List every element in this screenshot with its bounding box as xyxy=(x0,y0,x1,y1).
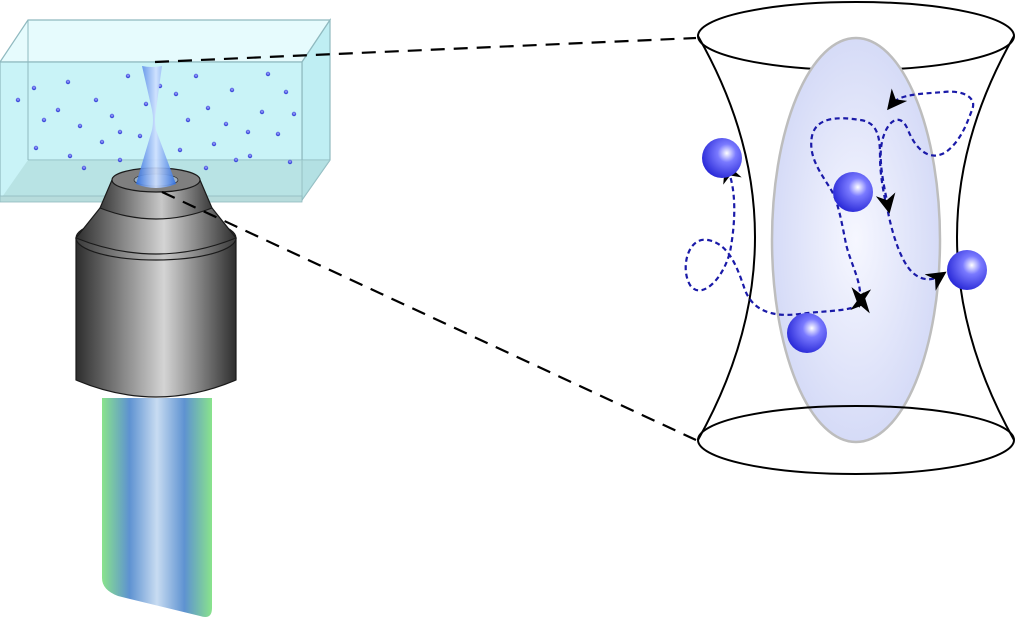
suspended-particle xyxy=(81,165,87,171)
suspended-particle xyxy=(93,97,99,103)
zoom-connectors xyxy=(154,36,697,441)
suspended-particle xyxy=(223,121,229,127)
suspended-particle xyxy=(117,157,123,163)
suspended-particle xyxy=(211,141,217,147)
suspended-particle xyxy=(177,147,183,153)
suspended-particle xyxy=(117,129,123,135)
suspended-particle xyxy=(41,117,47,123)
suspended-particle xyxy=(259,109,265,115)
suspended-particle xyxy=(287,159,293,165)
trajectories xyxy=(684,88,975,316)
suspended-particle xyxy=(109,113,115,119)
excitation-beam xyxy=(102,398,212,617)
suspended-particle xyxy=(193,73,199,79)
suspended-particle xyxy=(233,157,239,163)
particle-2 xyxy=(833,172,873,212)
suspended-particles xyxy=(15,71,297,171)
suspended-particle xyxy=(247,153,253,159)
microscope-objective xyxy=(75,167,237,398)
suspended-particle xyxy=(265,71,271,77)
suspended-particle xyxy=(173,91,179,97)
suspended-particle xyxy=(283,89,289,95)
trajectory-2 xyxy=(810,117,947,308)
suspended-particle xyxy=(275,131,281,137)
suspended-particle xyxy=(67,153,73,159)
particle-4 xyxy=(787,313,827,353)
focused-beam xyxy=(136,66,176,188)
diffusing-particles xyxy=(702,138,987,353)
suspended-particle xyxy=(99,139,105,145)
suspended-particle xyxy=(15,97,21,103)
suspended-particle xyxy=(55,107,61,113)
suspended-particle xyxy=(203,165,209,171)
trajectory-1 xyxy=(684,162,870,316)
suspended-particle xyxy=(185,117,191,123)
suspended-particle xyxy=(245,129,251,135)
observation-volume-bottom-rim xyxy=(697,405,1015,475)
suspended-particle xyxy=(229,87,235,93)
suspended-particle xyxy=(31,85,37,91)
trajectory-3 xyxy=(875,88,975,214)
particle-1 xyxy=(702,138,742,178)
focal-ellipsoid xyxy=(770,36,942,444)
suspended-particle xyxy=(143,101,149,107)
suspended-particle xyxy=(65,79,71,85)
suspended-particle xyxy=(77,123,83,129)
suspended-particle xyxy=(125,73,131,79)
suspended-particle xyxy=(291,111,297,117)
suspended-particle xyxy=(137,133,143,139)
suspended-particle xyxy=(33,145,39,151)
particle-3 xyxy=(947,250,987,290)
suspended-particle xyxy=(205,105,211,111)
